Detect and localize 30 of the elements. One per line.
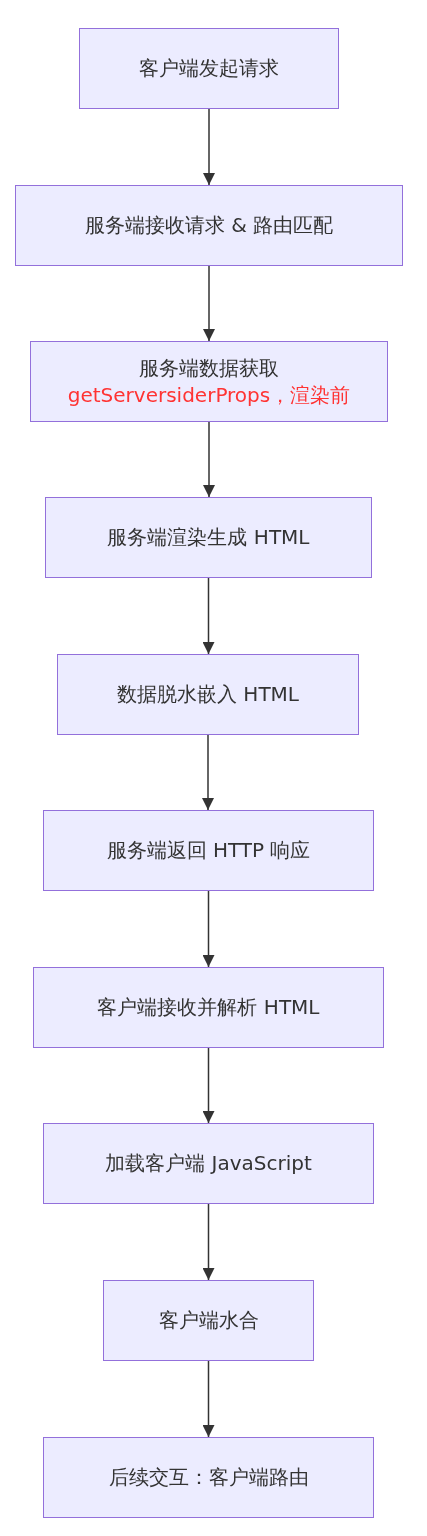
annotation-text: getServersiderProps，渲染前 (67, 381, 351, 409)
step-label: 加载客户端 JavaScript (105, 1150, 312, 1177)
arrow (202, 890, 215, 968)
step-label: 服务端返回 HTTP 响应 (106, 837, 311, 864)
process-box (43, 1123, 374, 1204)
process-box (43, 810, 374, 891)
arrow (202, 1047, 215, 1124)
process-box (103, 1280, 314, 1361)
arrow (203, 108, 215, 186)
step-label: 客户端水合 (158, 1307, 259, 1334)
step-label: 客户端发起请求 (139, 55, 279, 82)
arrow (203, 421, 215, 498)
process-box (45, 497, 372, 578)
arrow (202, 1203, 215, 1281)
step-label: 后续交互：客户端路由 (108, 1464, 309, 1491)
process-box (30, 341, 388, 422)
arrow (202, 734, 214, 811)
step-label: 服务端接收请求 & 路由匹配 (84, 212, 334, 239)
process-box (33, 967, 384, 1048)
arrow (202, 1360, 215, 1438)
step-label: 客户端接收并解析 HTML (97, 994, 320, 1021)
process-box (15, 185, 403, 266)
arrow (202, 577, 215, 655)
step-label: 服务端数据获取 (139, 354, 279, 382)
process-box (57, 654, 359, 735)
process-box (79, 28, 339, 109)
step-label: 数据脱水嵌入 HTML (117, 681, 299, 708)
process-box (43, 1437, 374, 1518)
arrow (203, 265, 215, 342)
step-label: 服务端渲染生成 HTML (107, 524, 310, 551)
